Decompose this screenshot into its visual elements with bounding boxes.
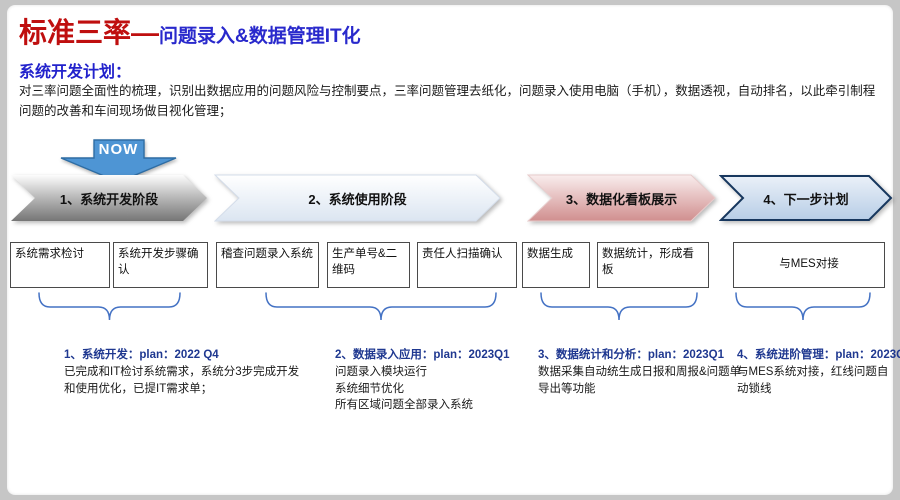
brace-icon <box>540 292 698 322</box>
section-heading: 系统开发计划： <box>19 64 132 81</box>
stage-label: 4、下一步计划 <box>763 191 849 207</box>
plan-block-3: 3、数据统计和分析：plan：2023Q1 数据采集自动统生成日报和周报&问题单… <box>538 346 750 397</box>
down-arrow-icon <box>60 139 177 183</box>
stage-label: 1、系统开发阶段 <box>59 191 159 207</box>
plan-body: 问题录入模块运行 系统细节优化 所有区域问题全部录入系统 <box>335 366 473 412</box>
brace-icon <box>38 292 181 322</box>
task-box: 责任人扫描确认 <box>417 242 517 288</box>
plan-heading: 3、数据统计和分析：plan：2023Q1 <box>538 349 724 361</box>
stage-arrow-2: 2、系统使用阶段 <box>214 174 501 222</box>
brace-icon <box>735 292 871 322</box>
chevron-shape-icon <box>11 175 207 221</box>
slide: 标准三率—问题录入&数据管理IT化 系统开发计划： 对三率问题全面性的梳理，识别… <box>7 5 900 495</box>
plan-block-1: 1、系统开发：plan：2022 Q4 已完成和IT检讨系统需求，系统分3步完成… <box>64 346 304 397</box>
page-title: 标准三率—问题录入&数据管理IT化 <box>19 11 361 51</box>
chevron-shape-icon <box>719 175 893 221</box>
stage-arrow-3: 3、数据化看板展示 <box>527 174 716 222</box>
plan-body: 与MES系统对接，红线问题自动锁线 <box>737 366 889 395</box>
chevron-shape-icon <box>214 174 501 222</box>
brace-icon <box>265 292 497 322</box>
stage-label: 2、系统使用阶段 <box>308 191 407 207</box>
plan-heading: 2、数据录入应用：plan：2023Q1 <box>335 349 510 361</box>
chevron-shape-icon <box>527 174 716 222</box>
plan-heading: 1、系统开发：plan：2022 Q4 <box>64 349 219 361</box>
section-paragraph: 对三率问题全面性的梳理，识别出数据应用的问题风险与控制要点，三率问题管理去纸化，… <box>19 84 876 118</box>
now-arrow: NOW <box>60 139 177 183</box>
stage-arrow-4: 4、下一步计划 <box>719 174 893 222</box>
plan-body: 数据采集自动统生成日报和周报&问题单导出等功能 <box>538 366 742 395</box>
task-box: 与MES对接 <box>733 242 885 288</box>
task-box: 稽查问题录入系统 <box>216 242 319 288</box>
title-main: 标准三率— <box>19 17 160 48</box>
plan-heading: 4、系统进阶管理：plan：2023Q1 <box>737 349 900 361</box>
task-box: 系统开发步骤确认 <box>113 242 208 288</box>
task-box: 生产单号&二维码 <box>327 242 410 288</box>
task-box: 数据生成 <box>522 242 590 288</box>
task-box: 系统需求检讨 <box>10 242 110 288</box>
now-label: NOW <box>98 141 139 158</box>
stage-arrow-1: 1、系统开发阶段 <box>10 174 208 222</box>
task-box: 数据统计，形成看板 <box>597 242 709 288</box>
plan-block-4: 4、系统进阶管理：plan：2023Q1 与MES系统对接，红线问题自动锁线 <box>737 346 900 397</box>
plan-block-2: 2、数据录入应用：plan：2023Q1 问题录入模块运行 系统细节优化 所有区… <box>335 346 543 414</box>
plan-body: 已完成和IT检讨系统需求，系统分3步完成开发和使用优化，已提IT需求单； <box>64 366 300 395</box>
stage-label: 3、数据化看板展示 <box>565 191 678 207</box>
title-sub: 问题录入&数据管理IT化 <box>159 26 361 47</box>
